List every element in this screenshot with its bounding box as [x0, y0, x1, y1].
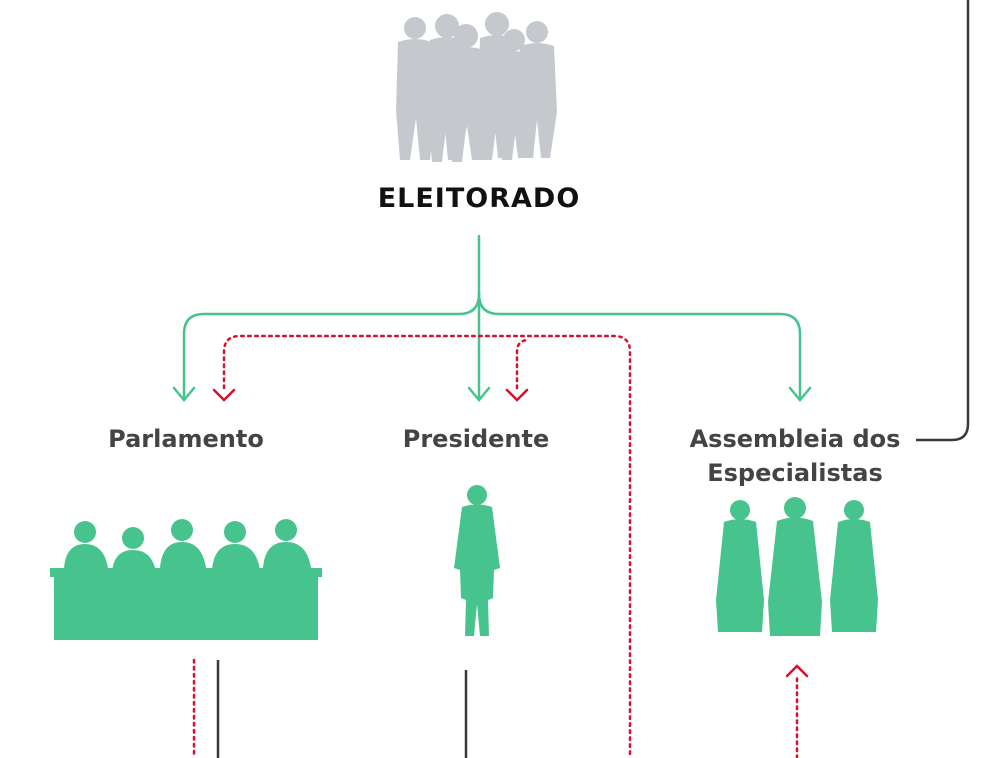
election-arrows: [172, 234, 812, 402]
red-arrow-heads: [212, 388, 809, 678]
parliament-bench-icon: [50, 519, 322, 640]
president-label: Presidente: [402, 425, 550, 453]
crowd-silhouette-icon: [396, 12, 557, 162]
electorate-label: ELEITORADO: [377, 183, 581, 214]
assembly-label-line2: Especialistas: [707, 459, 883, 487]
president-silhouette-icon: [454, 485, 500, 636]
assembly-return-line: [916, 0, 970, 442]
vetting-arrows: [192, 334, 799, 758]
parliament-label: Parlamento: [108, 425, 264, 453]
authority-lines: [216, 660, 468, 758]
assembly-label-line1: Assembleia dos: [689, 425, 901, 453]
clerics-silhouette-icon: [716, 497, 878, 636]
